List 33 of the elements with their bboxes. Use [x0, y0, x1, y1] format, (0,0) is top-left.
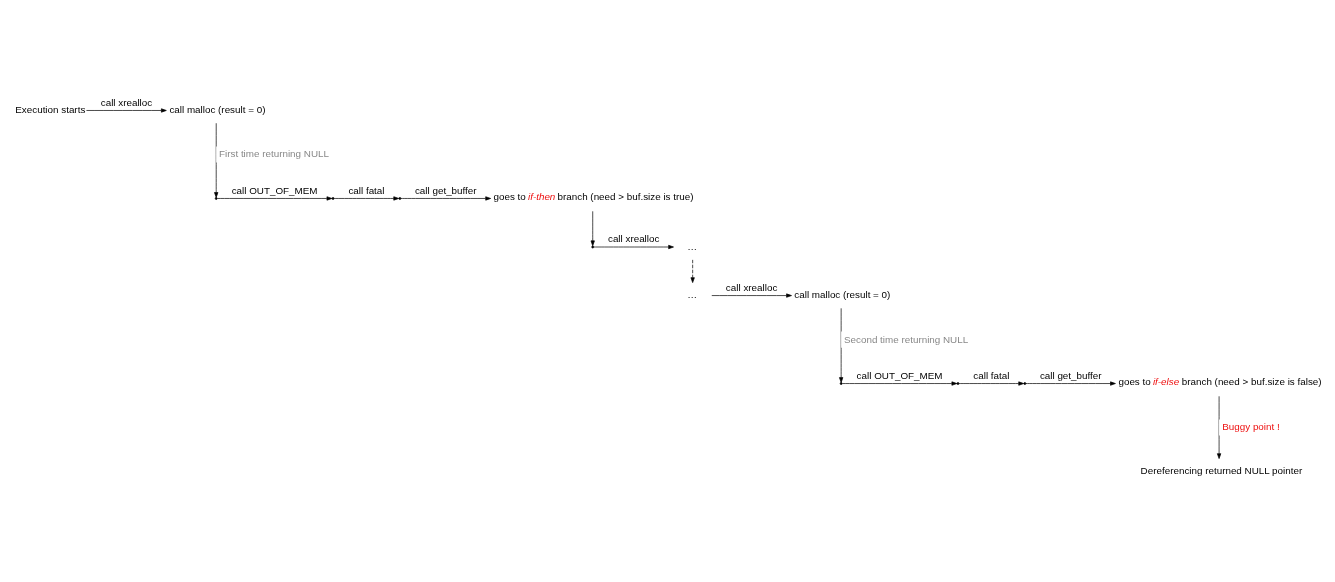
node-text: goes to if-else branch (need > buf.size is false) [1118, 376, 1322, 388]
edge-label: call OUT_OF_MEM [231, 184, 318, 196]
arrow [590, 210, 595, 247]
edge-label: call xrealloc [607, 233, 660, 245]
edge-label: Buggy point ! [1222, 421, 1280, 433]
edge-label: Second time returning NULL [843, 333, 969, 345]
arrow [1217, 395, 1222, 459]
node-text: goes to if-then branch (need > buf.size is true) [493, 191, 694, 203]
arrow [690, 259, 695, 283]
node-point [331, 197, 335, 200]
edge-label: call fatal [348, 184, 385, 196]
arrow [593, 244, 674, 250]
edge-label: call OUT_OF_MEM [856, 369, 943, 381]
arrow [1025, 381, 1116, 386]
edge-label: call xrealloc [725, 281, 778, 293]
node-point [591, 245, 595, 249]
edge-label: call get_buffer [1039, 369, 1102, 381]
edge-label: call fatal [973, 369, 1010, 381]
node-point [398, 197, 402, 200]
edge-label: call xrealloc [100, 96, 153, 108]
node-point [1023, 382, 1027, 385]
node-text: call malloc (result = 0) [794, 289, 891, 301]
edge-label: call get_buffer [414, 184, 477, 196]
edge-label: First time returning NULL [219, 148, 329, 160]
node-point [839, 382, 843, 385]
arrow [711, 293, 792, 298]
arrow [86, 108, 167, 113]
node-text: … [687, 240, 698, 252]
node-text: call malloc (result = 0) [169, 104, 266, 116]
node-text: Execution starts [15, 104, 86, 116]
node-text: Dereferencing returned NULL pointer [1140, 465, 1303, 477]
node-text: … [687, 289, 698, 301]
node-point [214, 197, 218, 200]
